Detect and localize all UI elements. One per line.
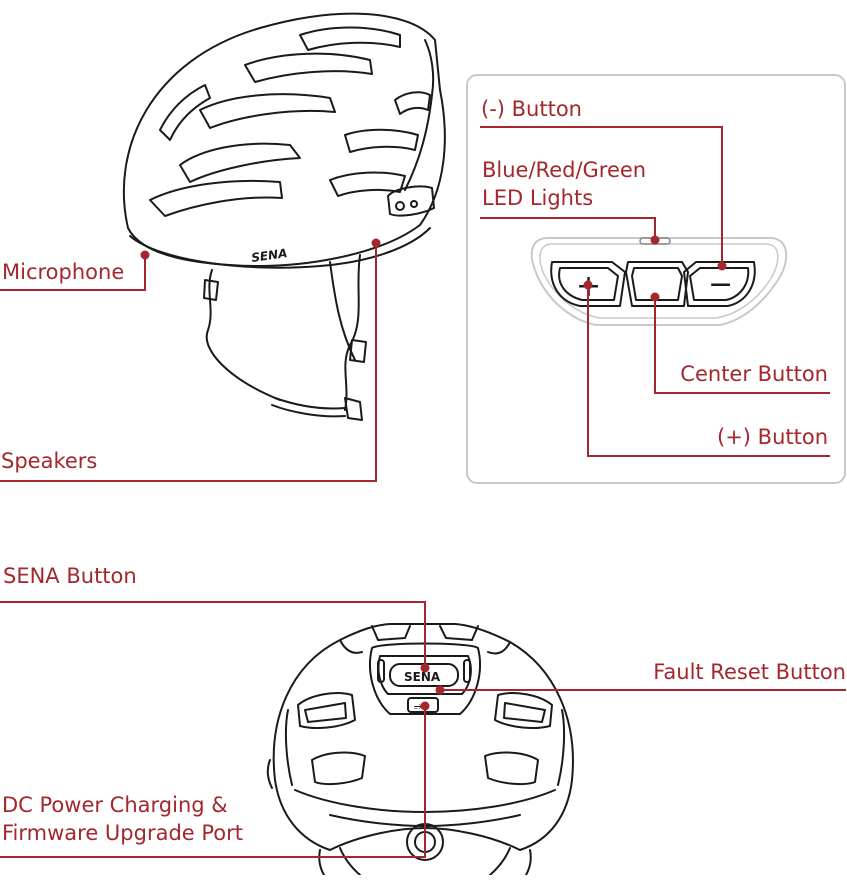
side-helmet-illustration xyxy=(122,12,446,421)
helmet-side-logo: SENA xyxy=(250,246,288,265)
label-led-lights-line2: LED Lights xyxy=(482,186,594,210)
label-dc-port-line2: Firmware Upgrade Port xyxy=(2,821,244,845)
label-minus-button: (-) Button xyxy=(481,97,582,121)
label-microphone: Microphone xyxy=(2,260,125,284)
label-center-button: Center Button xyxy=(680,362,828,386)
minus-glyph: − xyxy=(708,267,733,302)
button-panel-frame xyxy=(466,74,846,484)
callout-dots xyxy=(140,235,727,711)
label-fault-reset-button: Fault Reset Button xyxy=(653,660,846,684)
rear-helmet-illustration xyxy=(266,623,574,876)
label-speakers: Speakers xyxy=(1,449,98,473)
label-sena-button: SENA Button xyxy=(3,564,137,588)
usb-icon: ⭌ xyxy=(414,701,422,712)
button-module-illustration xyxy=(530,237,788,326)
callout-lines xyxy=(0,126,846,858)
rear-module-logo: SENA xyxy=(404,670,441,684)
label-plus-button: (+) Button xyxy=(717,425,828,449)
label-dc-port-line1: DC Power Charging & xyxy=(2,793,228,817)
label-led-lights-line1: Blue/Red/Green xyxy=(482,158,647,182)
